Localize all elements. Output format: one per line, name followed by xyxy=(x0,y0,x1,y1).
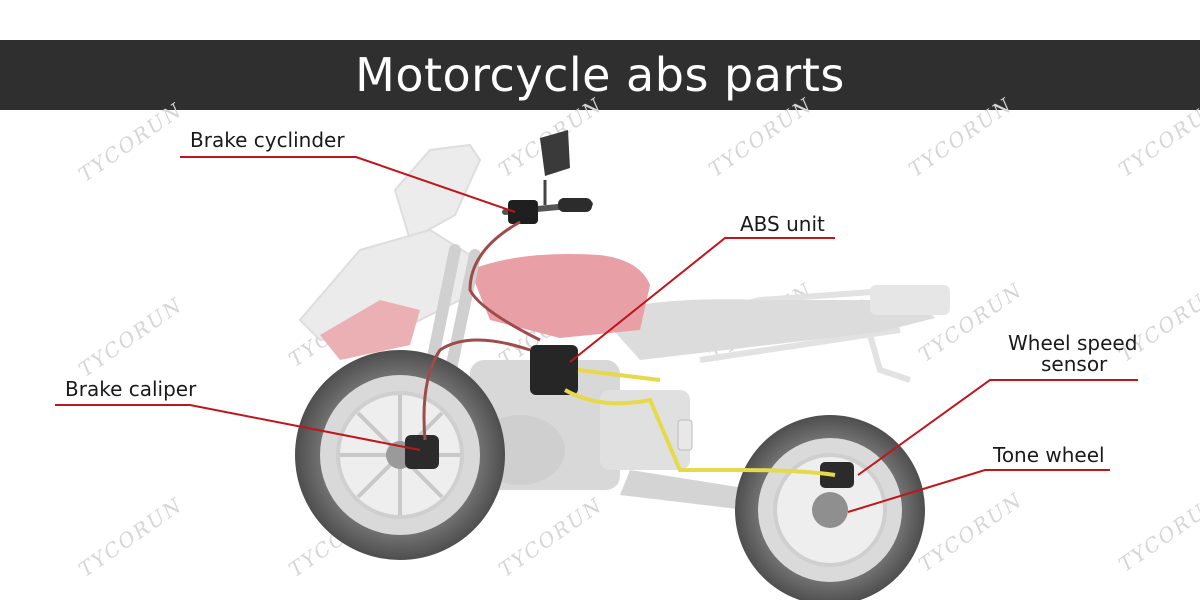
rear-master-cylinder xyxy=(677,419,693,451)
label-brake-cylinder: Brake cyclinder xyxy=(190,128,345,152)
label-tone-wheel: Tone wheel xyxy=(993,443,1105,467)
tank-side-panel xyxy=(320,300,420,360)
label-abs-unit: ABS unit xyxy=(740,212,825,236)
windscreen xyxy=(393,143,482,242)
leader-line-brake-cylinder xyxy=(180,156,516,213)
page-title: Motorcycle abs parts xyxy=(355,48,845,102)
abs-brake-lines xyxy=(564,368,836,477)
title-banner: Motorcycle abs parts xyxy=(0,40,1200,110)
leader-line-abs-unit xyxy=(569,237,835,363)
abs-unit-box xyxy=(530,345,578,395)
leader-lines xyxy=(55,156,1138,513)
label-wheel-speed-sensor-line1: Wheel speed xyxy=(1008,331,1138,355)
label-brake-caliper: Brake caliper xyxy=(65,377,197,401)
brake-hoses xyxy=(422,220,541,441)
rear-brake-caliper xyxy=(820,462,854,488)
label-wheel-speed-sensor-line2: sensor xyxy=(1041,352,1108,376)
rear-wheel xyxy=(735,415,925,600)
front-wheel xyxy=(295,350,505,560)
leader-line-brake-caliper xyxy=(55,404,421,451)
fuel-tank xyxy=(470,254,650,338)
luggage-rack xyxy=(870,285,950,315)
leader-line-wheel-speed-sensor xyxy=(857,379,1138,476)
front-fairing xyxy=(298,228,472,342)
mirror xyxy=(540,130,570,205)
leader-line-tone-wheel xyxy=(847,469,1110,513)
front-brake-caliper xyxy=(405,435,439,469)
brake-master-cylinder xyxy=(508,200,538,224)
seat xyxy=(600,299,935,360)
